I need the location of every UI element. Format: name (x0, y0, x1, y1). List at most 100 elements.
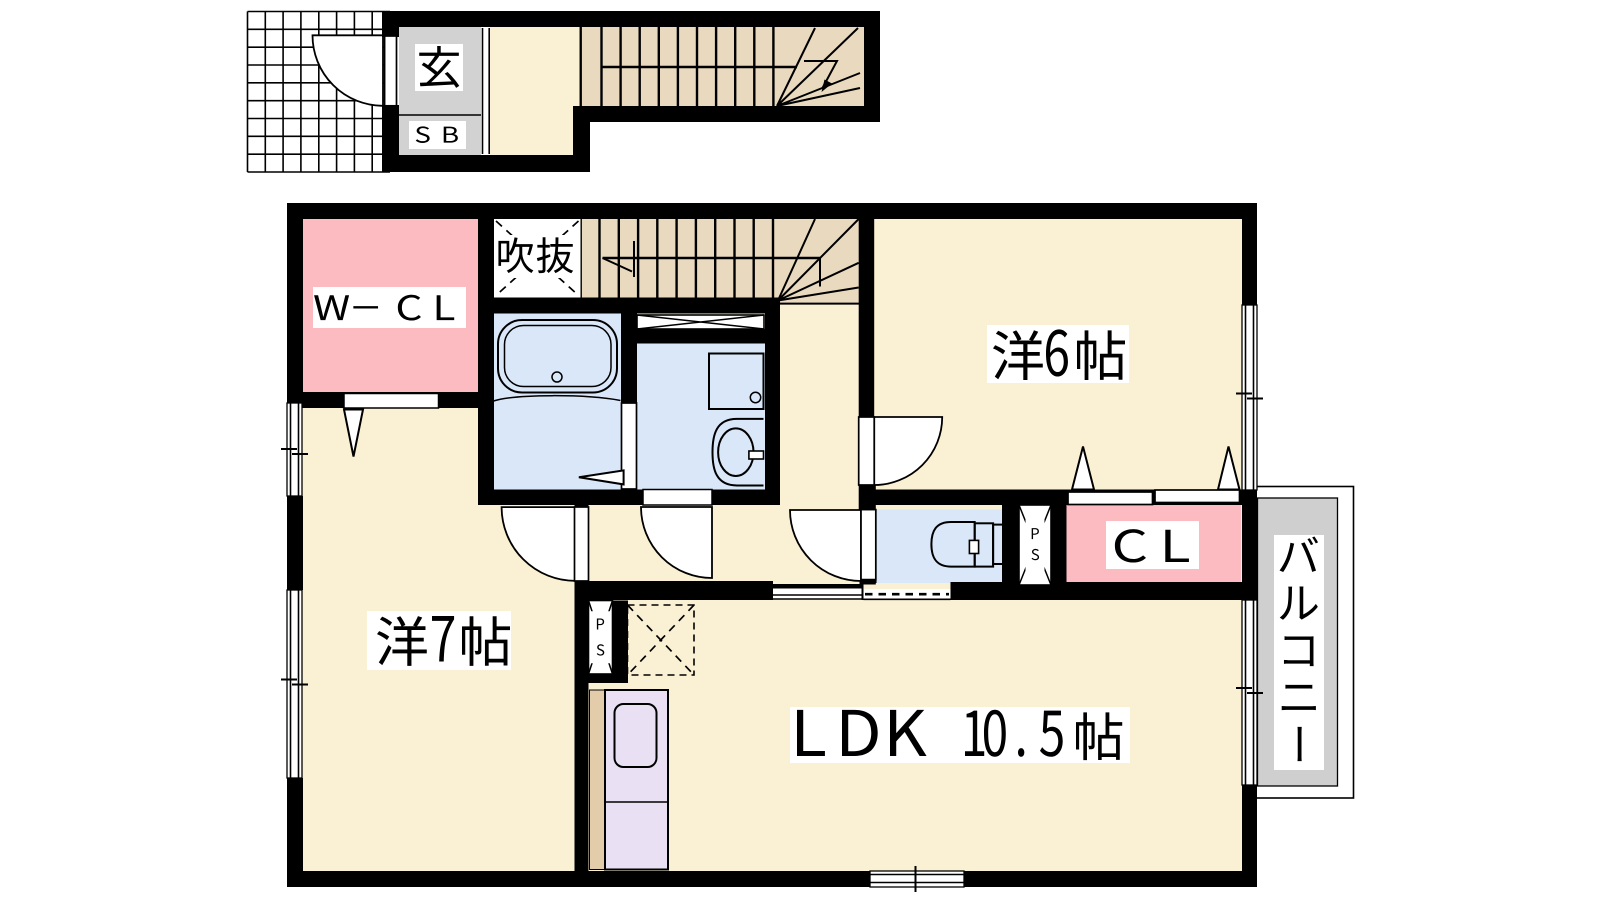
window-ldk-bottom (869, 870, 965, 888)
refrigerator-space (626, 604, 695, 676)
glyph-B (443, 126, 458, 143)
entrance-door-leaf (383, 35, 398, 107)
stairs-1f-winder-lines (776, 27, 861, 107)
wall-2f-right-a (1242, 219, 1257, 305)
wall-toilet-cl-bottom (950, 582, 1257, 600)
washing-machine-pan (708, 352, 765, 410)
stairs-2f-floor (580, 219, 859, 304)
room-label-ldk: LDK10.5帖 (797, 709, 1123, 761)
bath-door-leaf (620, 402, 638, 490)
wall-bedroom6-left-a (858, 203, 875, 417)
wall-toilet-ps2 (1002, 505, 1019, 585)
glyph-W (314, 295, 350, 321)
stairs-1f-up-arrow (804, 60, 839, 89)
glyph-コ (1283, 636, 1314, 667)
agarikamachi-step (481, 28, 490, 154)
glyph-抜 (536, 237, 574, 274)
glyph-洋 (993, 330, 1043, 381)
glyph-洋 (377, 616, 427, 666)
glyph-. (1017, 748, 1025, 757)
glyph-玄 (419, 46, 460, 88)
hall-ldk-sliding-opening (773, 587, 862, 600)
wall-kitchen (574, 505, 589, 871)
wall-hall-ldk-a (588, 581, 773, 600)
glyph-D (842, 709, 878, 756)
bathtub-drain (551, 371, 563, 383)
room-toilet-floor (875, 509, 1002, 583)
label-box-sb (409, 121, 466, 149)
glyph-P (1031, 528, 1039, 540)
cl-door-triangle-1 (1070, 446, 1096, 491)
washing-machine-drain (749, 391, 762, 404)
wall-ps1-right (612, 600, 628, 683)
room-bath-floor (494, 313, 621, 490)
toilet-flush-detail (968, 539, 980, 555)
toilet-door-swing-icon (789, 509, 862, 582)
wall-2f-bottom-b (964, 871, 1257, 887)
washroom-upper-cabinet-x (636, 314, 765, 330)
glyph-ー (1297, 726, 1302, 762)
wcl-door-opening (343, 392, 440, 409)
room-label-bedroom6: 洋6帖 (993, 329, 1126, 381)
stairs-2f-arrow-diag (602, 257, 633, 273)
room-label-genkan: 玄 (419, 46, 460, 88)
stairs-2f-tread-lines (598, 219, 775, 300)
room-washroom-floor (637, 343, 765, 490)
glyph-1 (964, 710, 985, 756)
wall-1f-hall-bottom (396, 155, 590, 172)
wall-washroom-bottom (478, 489, 780, 505)
bathtub-inner (503, 324, 612, 388)
wall-1f-right (864, 11, 880, 122)
glyph-帖 (462, 616, 511, 666)
wall-hall-ldk-sliver (773, 584, 862, 588)
stairs-1f-arrow-head (821, 79, 832, 92)
wall-ps1-bottom (588, 674, 628, 683)
glyph-帖 (1076, 712, 1123, 761)
bedroom6-door-swing-icon (873, 416, 944, 486)
wall-1f-top (383, 11, 880, 27)
room-label-void: 吹抜 (498, 237, 574, 274)
glyph-L (1165, 529, 1189, 562)
bedroom7-door-swing-icon (500, 506, 577, 582)
toilet-bowl (930, 521, 976, 568)
glyph-K (890, 709, 927, 756)
wall-1f-stairs-bottom (573, 106, 880, 122)
pipe-shaft-kitchen-label-bg (591, 611, 610, 664)
hall-1f-floor (490, 27, 579, 155)
kitchen-counter-edge (589, 689, 606, 870)
glyph-ル (1279, 586, 1318, 620)
pipe-shaft-toilet-label-bg (1025, 519, 1045, 571)
wall-2f-left-b (287, 496, 303, 590)
room-label-cl: CL (1114, 529, 1189, 563)
glyph-S (596, 644, 605, 656)
room-label-wcl: W－CL (314, 294, 455, 321)
glyph-－ (353, 306, 379, 309)
stairs-2f-winder-lines (777, 218, 860, 302)
label-ps-toilet: PS (1031, 528, 1040, 561)
cl-door-panel-2 (1154, 489, 1241, 504)
wall-2f-left-a (287, 219, 303, 403)
bathtub-edge-curve (493, 394, 621, 402)
windows (281, 304, 1263, 892)
label-ps-kitchen: PS (596, 618, 605, 656)
glyph-帖 (1077, 330, 1126, 381)
wall-under-stairs (478, 297, 780, 314)
glyph-吹 (498, 237, 534, 273)
wall-wcl-right (478, 219, 494, 505)
wall-2f-bottom-a (287, 871, 870, 887)
glyph-5 (1039, 710, 1063, 757)
wall-1f-door-top (382, 11, 399, 37)
glyph-L (436, 295, 455, 321)
entrance-door-swing-icon (311, 34, 384, 107)
wall-2f-top (287, 203, 1257, 219)
room-label-bedroom7: 洋7帖 (377, 615, 511, 666)
glyph-L (797, 709, 825, 756)
room-label-balcony: バルコニー (1279, 536, 1319, 762)
vanity-counter (711, 417, 764, 487)
wall-hall-ldk-divider (861, 582, 864, 600)
bath-door-triangle (578, 469, 625, 486)
toilet-door-leaf (860, 508, 877, 581)
glyph-ニ (1281, 684, 1316, 711)
glyph-C (397, 294, 421, 321)
